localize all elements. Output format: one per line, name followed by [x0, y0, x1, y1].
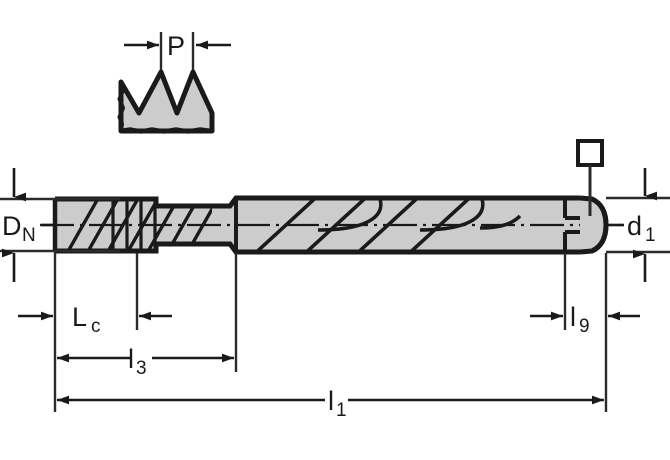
- dn-label-subscript: N: [22, 225, 36, 246]
- l3-label: l: [128, 344, 134, 374]
- l3-label-subscript: 3: [136, 358, 147, 379]
- l9-label: l: [570, 302, 576, 332]
- end-cap-arc: [590, 196, 609, 254]
- dimension-thread-length: l 3: [57, 344, 234, 379]
- lc-label: L: [72, 302, 87, 332]
- thread-tooth-profile: [118, 69, 215, 134]
- square-drive-symbol: [576, 139, 604, 216]
- dimension-overall-length: l 1: [57, 386, 604, 421]
- l1-label: l: [328, 386, 334, 416]
- thread-break-edge-left: [117, 81, 126, 132]
- dimension-shank-diameter: d 1: [606, 168, 670, 282]
- pitch-label: P: [167, 31, 185, 61]
- dn-label: D: [2, 211, 22, 241]
- d1-label-subscript: 1: [645, 225, 656, 246]
- body-top-outline: [55, 195, 580, 209]
- tap-body: [40, 195, 625, 255]
- l1-label-subscript: 1: [336, 400, 347, 421]
- body-bottom-outline: [55, 241, 580, 255]
- square-icon: [576, 139, 604, 167]
- l9-label-subscript: 9: [579, 316, 590, 337]
- shank-fill: [236, 198, 606, 252]
- d1-label: d: [627, 211, 642, 241]
- dimension-square-length: l 9: [530, 302, 640, 337]
- lc-label-subscript: c: [91, 316, 101, 337]
- dimension-chamfer-length: L c: [18, 302, 172, 337]
- vertical-extension-lines: [53, 251, 608, 412]
- thread-break-edge: [120, 127, 213, 134]
- thread-profile-detail: P: [117, 31, 231, 134]
- dimension-nominal-diameter: D N: [0, 168, 120, 282]
